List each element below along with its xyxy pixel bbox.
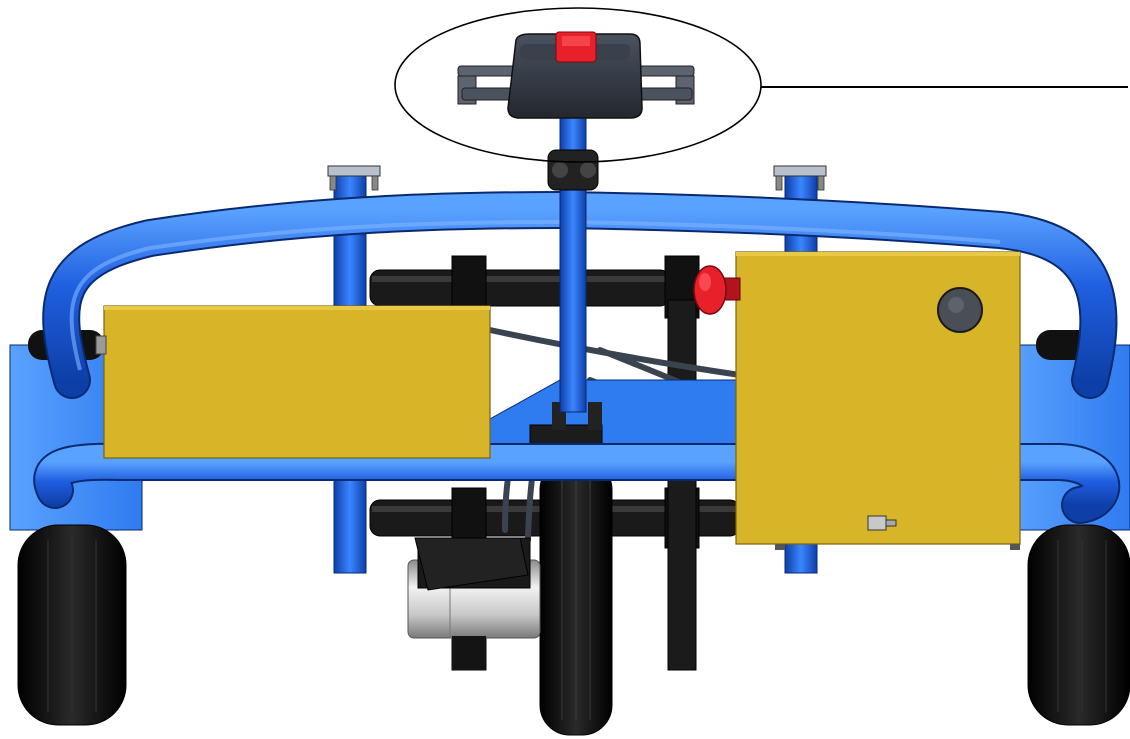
left-enclosure — [95, 305, 491, 459]
drive-motor — [407, 537, 541, 670]
handle-assembly[interactable] — [457, 33, 695, 119]
center-caster-wheel — [529, 402, 613, 736]
steering-column — [547, 111, 599, 413]
handle-button-icon[interactable] — [555, 31, 597, 63]
latch-icon[interactable] — [867, 515, 897, 531]
upper-axle — [369, 269, 671, 307]
callout — [394, 7, 1128, 163]
control-knob-icon[interactable] — [937, 287, 983, 333]
emergency-stop-icon[interactable] — [693, 265, 741, 315]
